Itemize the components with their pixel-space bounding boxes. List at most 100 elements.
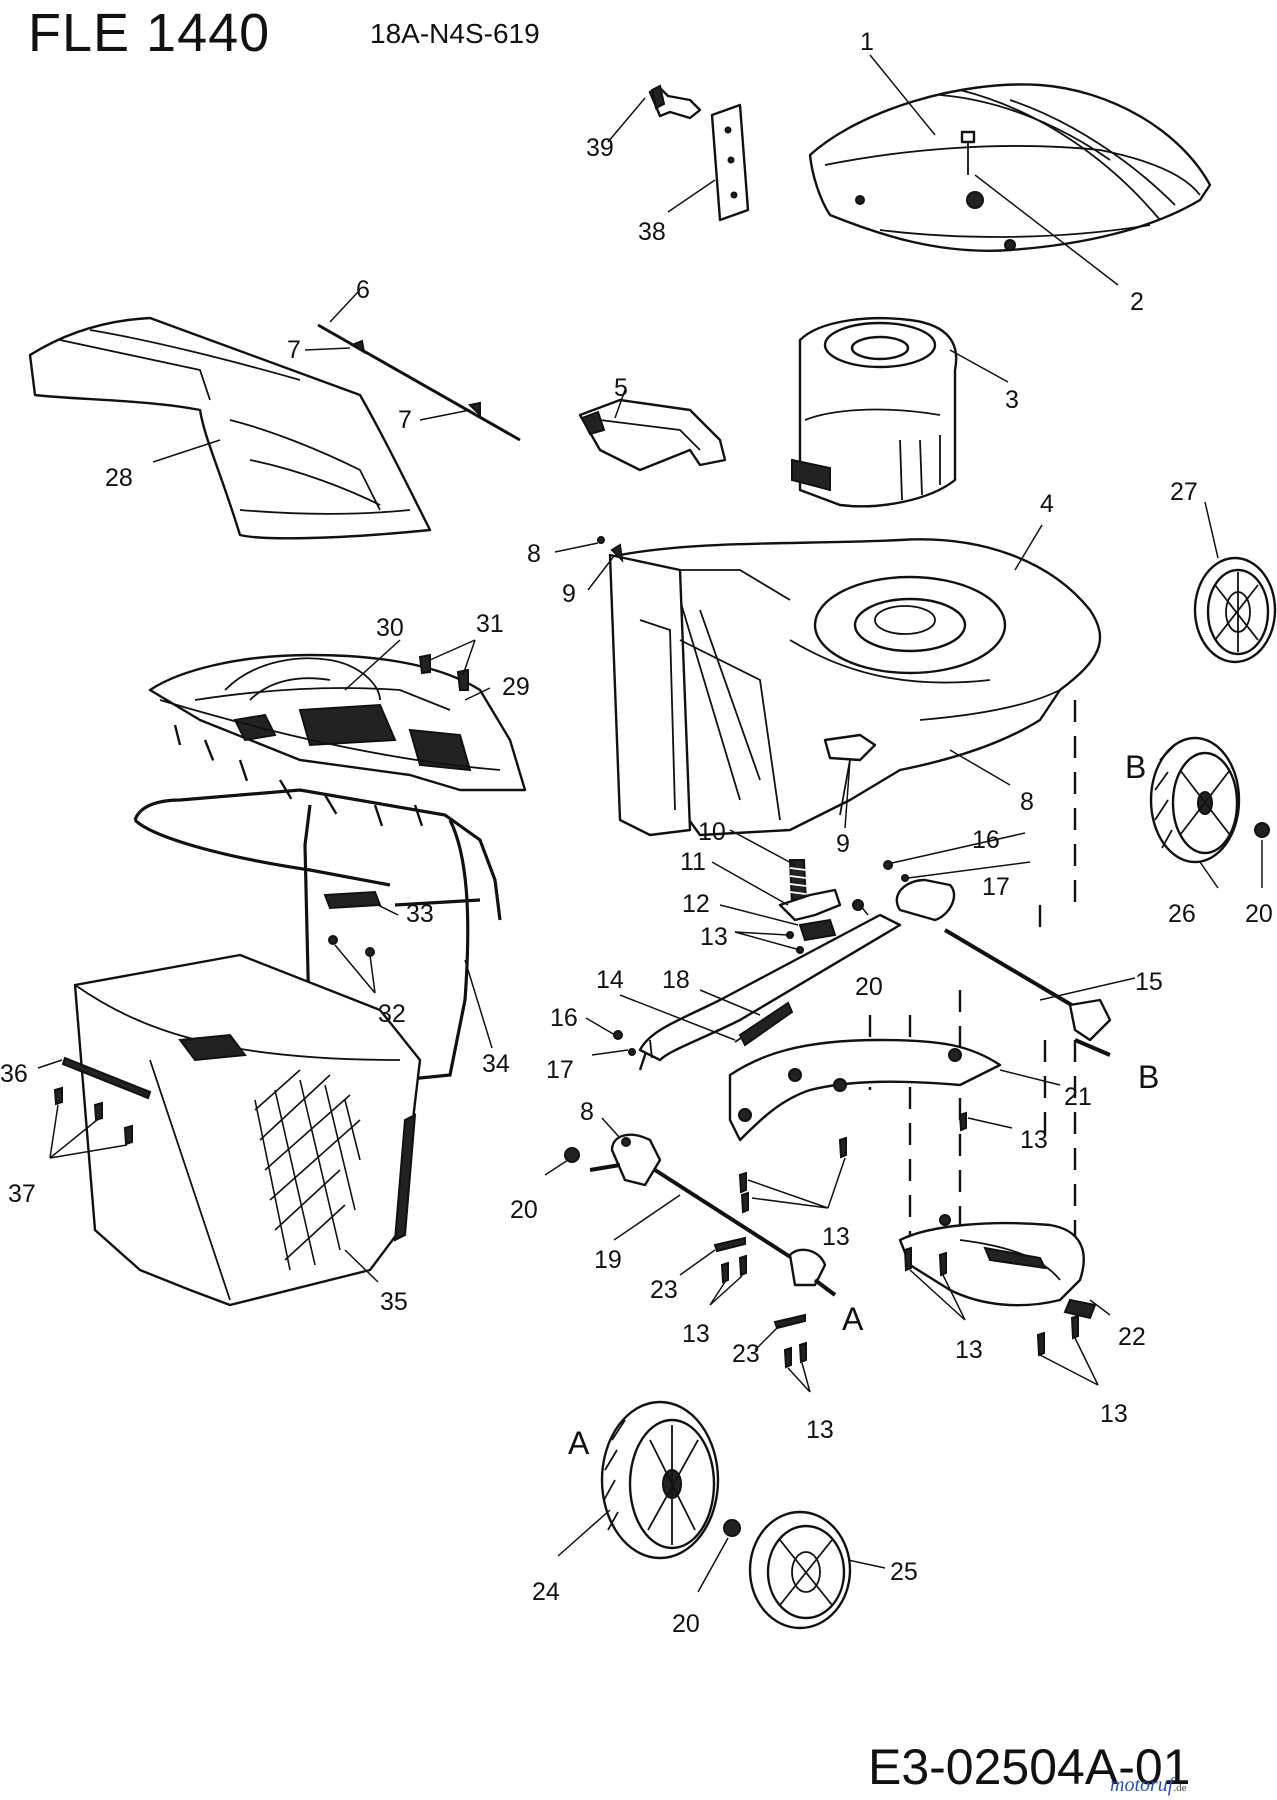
- callout-11: 11: [680, 848, 706, 876]
- part-clip-8[interactable]: [597, 536, 624, 563]
- part-nut-20-front[interactable]: [564, 1147, 580, 1163]
- part-deck[interactable]: [618, 538, 1102, 837]
- callout-13c: 13: [822, 1223, 850, 1251]
- callout-8b: 8: [1020, 788, 1034, 816]
- part-push-rivet[interactable]: [648, 84, 702, 120]
- callout-labels: 1 2 3 4 5 6 7 7 8 8 8 9 9 10 11 12 13 14…: [0, 28, 1273, 1638]
- callout-39: 39: [586, 134, 614, 162]
- callout-13g: 13: [1100, 1400, 1128, 1428]
- part-grass-bag[interactable]: [73, 953, 422, 1307]
- part-nut-b[interactable]: [1254, 822, 1270, 838]
- group-mark-a-axle: A: [842, 1301, 864, 1337]
- callout-23a: 23: [650, 1276, 678, 1304]
- part-rod[interactable]: [317, 323, 521, 442]
- callout-18: 18: [662, 966, 690, 994]
- callout-31: 31: [476, 610, 504, 638]
- part-screws-37[interactable]: [53, 1086, 133, 1146]
- part-nut-a[interactable]: [723, 1519, 741, 1537]
- part-deck-chute[interactable]: [608, 553, 781, 837]
- part-handle-bracket[interactable]: [578, 398, 727, 472]
- callout-7a: 7: [287, 336, 301, 364]
- callout-30: 30: [376, 614, 404, 642]
- callout-9b: 9: [836, 830, 850, 858]
- model-title: FLE 1440: [28, 3, 271, 63]
- part-axle-b[interactable]: [852, 878, 1112, 1057]
- callout-16a: 16: [550, 1004, 578, 1032]
- callout-10: 10: [698, 818, 726, 846]
- callout-5: 5: [614, 374, 628, 402]
- part-axle-a[interactable]: [589, 1133, 837, 1297]
- callout-24: 24: [532, 1578, 560, 1606]
- part-deflector[interactable]: [28, 316, 432, 540]
- callout-23b: 23: [732, 1340, 760, 1368]
- callout-21: 21: [1064, 1083, 1092, 1111]
- callout-22: 22: [1118, 1323, 1146, 1351]
- part-screws-16-17[interactable]: [613, 860, 909, 1056]
- part-mounting-strip[interactable]: [710, 103, 750, 222]
- callout-6: 6: [356, 276, 370, 304]
- part-wheel-cap-a[interactable]: [748, 1510, 852, 1630]
- part-front-bracket[interactable]: [898, 1214, 1097, 1320]
- callout-25: 25: [890, 1558, 918, 1586]
- part-motor-housing[interactable]: [791, 317, 958, 508]
- part-screws-13-front[interactable]: [720, 1254, 807, 1369]
- callout-36: 36: [0, 1060, 28, 1088]
- part-pins-23[interactable]: [713, 1236, 806, 1330]
- part-bag-frame[interactable]: [133, 788, 502, 1082]
- drawing-number: E3-02504A-01: [868, 1739, 1191, 1795]
- callout-2: 2: [1130, 288, 1144, 316]
- callout-9a: 9: [562, 580, 576, 608]
- callout-20c: 20: [672, 1610, 700, 1638]
- callout-28: 28: [105, 464, 133, 492]
- callout-7b: 7: [398, 406, 412, 434]
- callout-4: 4: [1040, 490, 1054, 518]
- callout-8c: 8: [580, 1098, 594, 1126]
- callout-35: 35: [380, 1288, 408, 1316]
- part-lever-9[interactable]: [823, 733, 877, 816]
- part-bracket-11[interactable]: [778, 888, 842, 922]
- callout-32: 32: [378, 1000, 406, 1028]
- part-wheel-cap-b[interactable]: [1193, 556, 1277, 664]
- part-screws-13-top[interactable]: [786, 931, 804, 954]
- group-mark-b-axle: B: [1138, 1059, 1159, 1095]
- callout-33: 33: [406, 900, 434, 928]
- callout-13a: 13: [700, 923, 728, 951]
- part-deck-plate[interactable]: [728, 1038, 1002, 1142]
- callout-12: 12: [682, 890, 710, 918]
- callout-13b: 13: [1020, 1126, 1048, 1154]
- part-number: 18A-N4S-619: [370, 18, 540, 49]
- callout-15: 15: [1135, 968, 1163, 996]
- callout-26: 26: [1168, 900, 1196, 928]
- part-latch-12[interactable]: [798, 918, 837, 942]
- leader-lines: [37, 54, 1263, 1593]
- callout-16b: 16: [972, 826, 1000, 854]
- part-bag-lid[interactable]: [148, 653, 527, 792]
- part-top-cover[interactable]: [808, 83, 1212, 252]
- callout-17b: 17: [982, 873, 1010, 901]
- part-height-bar[interactable]: [638, 913, 902, 1062]
- part-screws-13-bracket[interactable]: [903, 1246, 1079, 1357]
- callout-20a: 20: [855, 973, 883, 1001]
- callout-29: 29: [502, 673, 530, 701]
- part-screw-2[interactable]: [960, 130, 976, 175]
- part-wheel-b[interactable]: [1149, 736, 1241, 864]
- part-screws-13-deck[interactable]: [738, 1111, 967, 1214]
- callout-19: 19: [594, 1246, 622, 1274]
- group-mark-a-wheel: A: [568, 1425, 590, 1461]
- callout-17a: 17: [546, 1056, 574, 1084]
- callout-27: 27: [1170, 478, 1198, 506]
- callout-13f: 13: [955, 1336, 983, 1364]
- callout-13d: 13: [682, 1320, 710, 1348]
- callout-37: 37: [8, 1180, 36, 1208]
- callout-1: 1: [860, 28, 874, 56]
- callout-14: 14: [596, 966, 624, 994]
- part-wheel-a[interactable]: [600, 1400, 720, 1560]
- callout-34: 34: [482, 1050, 510, 1078]
- group-mark-b-wheel: B: [1125, 749, 1146, 785]
- part-spring-18[interactable]: [734, 1001, 794, 1047]
- callout-3: 3: [1005, 386, 1019, 414]
- part-screws-32[interactable]: [328, 935, 375, 957]
- brand-watermark: motoruf.de: [1110, 1774, 1186, 1797]
- part-clip-36[interactable]: [61, 1056, 152, 1100]
